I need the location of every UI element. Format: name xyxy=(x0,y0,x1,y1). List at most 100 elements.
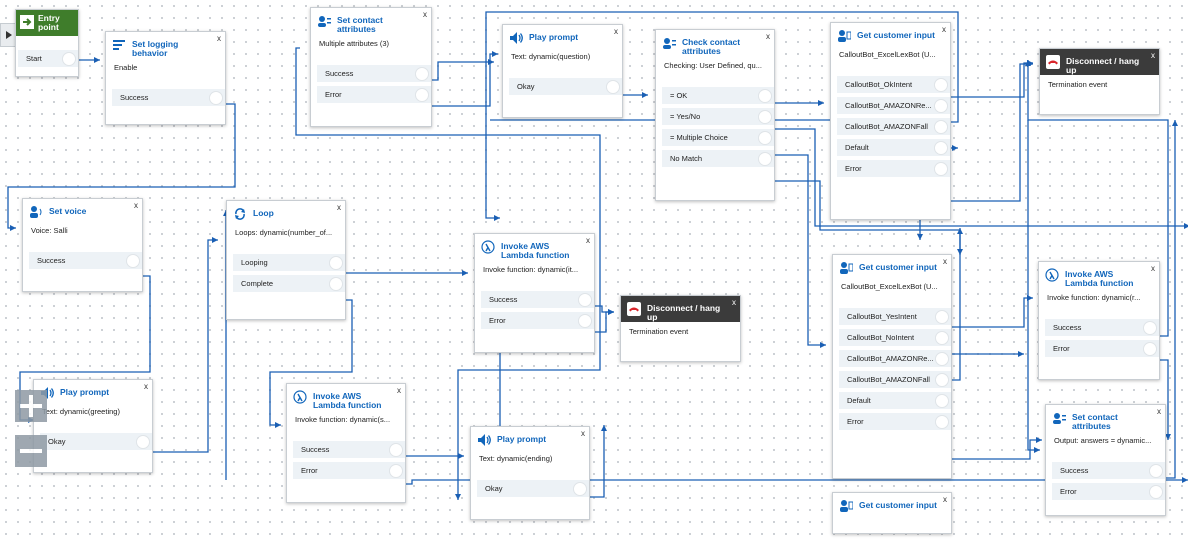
branch-row[interactable]: Okay xyxy=(477,480,589,497)
close-icon[interactable]: x xyxy=(144,382,148,391)
branch-connector[interactable] xyxy=(1143,342,1157,356)
branch-connector[interactable] xyxy=(1149,464,1163,478)
branch-connector[interactable] xyxy=(935,373,949,387)
branch-row[interactable]: Error xyxy=(293,462,405,479)
connector-wire[interactable] xyxy=(763,128,1188,227)
close-icon[interactable]: x xyxy=(397,386,401,395)
close-icon[interactable]: x xyxy=(942,25,946,34)
branch-connector[interactable] xyxy=(389,443,403,457)
branch-row[interactable]: Success xyxy=(317,65,431,82)
branch-row[interactable]: Success xyxy=(112,89,225,106)
branch-row[interactable]: CalloutBot_NoIntent xyxy=(839,329,951,346)
branch-row[interactable]: Error xyxy=(1052,483,1165,500)
branch-row[interactable]: Default xyxy=(839,392,951,409)
connector-wire[interactable] xyxy=(940,63,1033,202)
close-icon[interactable]: x xyxy=(1151,51,1155,60)
branch-connector[interactable] xyxy=(578,314,592,328)
branch-row[interactable]: CalloutBot_YesIntent xyxy=(839,308,951,325)
zoom-in-button[interactable] xyxy=(15,390,47,422)
branch-connector[interactable] xyxy=(935,415,949,429)
sidebar-expander[interactable] xyxy=(0,23,17,47)
branch-connector[interactable] xyxy=(573,482,587,496)
branch-connector[interactable] xyxy=(1149,485,1163,499)
branch-connector[interactable] xyxy=(578,293,592,307)
close-icon[interactable]: x xyxy=(581,429,585,438)
branch-row[interactable]: Complete xyxy=(233,275,345,292)
branch-row[interactable]: Success xyxy=(293,441,405,458)
branch-row[interactable]: Success xyxy=(481,291,594,308)
branch-row[interactable]: = Yes/No xyxy=(662,108,774,125)
branch-connector[interactable] xyxy=(62,52,76,66)
branch-row[interactable]: CalloutBot_AMAZONFall xyxy=(837,118,950,135)
branch-connector[interactable] xyxy=(934,141,948,155)
branch-connector[interactable] xyxy=(136,435,150,449)
branch-row[interactable]: Error xyxy=(1045,340,1159,357)
connector-wire[interactable] xyxy=(147,239,218,453)
branch-connector[interactable] xyxy=(389,464,403,478)
branch-connector[interactable] xyxy=(126,254,140,268)
branch-row[interactable]: Looping xyxy=(233,254,345,271)
branch-connector[interactable] xyxy=(606,80,620,94)
branch-row[interactable]: CalloutBot_OkIntent xyxy=(837,76,950,93)
branch-connector[interactable] xyxy=(329,277,343,291)
branch-connector[interactable] xyxy=(935,331,949,345)
branch-connector[interactable] xyxy=(758,131,772,145)
close-icon[interactable]: x xyxy=(1151,264,1155,273)
branch-row[interactable]: Error xyxy=(839,413,951,430)
branch-row[interactable]: Success xyxy=(1045,319,1159,336)
branch-connector[interactable] xyxy=(934,162,948,176)
branch-connector[interactable] xyxy=(758,89,772,103)
connector-wire[interactable] xyxy=(942,297,1033,328)
entry-point-block[interactable]: Entry point Start xyxy=(15,9,79,77)
branch-row[interactable]: No Match xyxy=(662,150,774,167)
close-icon[interactable]: x xyxy=(614,27,618,36)
branch-connector[interactable] xyxy=(209,91,223,105)
branch-row[interactable]: Success xyxy=(29,252,142,269)
connector-wire[interactable] xyxy=(940,62,1033,98)
branch-connector[interactable] xyxy=(935,310,949,324)
branch-connector[interactable] xyxy=(934,78,948,92)
close-icon[interactable]: x xyxy=(943,257,947,266)
branch-row[interactable]: Okay xyxy=(509,78,622,95)
close-icon[interactable]: x xyxy=(423,10,427,19)
branch-connector[interactable] xyxy=(415,67,429,81)
branch-connector[interactable] xyxy=(934,120,948,134)
close-icon[interactable]: x xyxy=(586,236,590,245)
close-icon[interactable]: x xyxy=(217,34,221,43)
branch-row[interactable]: Error xyxy=(837,160,950,177)
branch-connector[interactable] xyxy=(934,99,948,113)
branch-row[interactable]: Success xyxy=(1052,462,1165,479)
branch-connector[interactable] xyxy=(935,394,949,408)
branch-connector[interactable] xyxy=(935,352,949,366)
close-icon[interactable]: x xyxy=(766,32,770,41)
branch-connector[interactable] xyxy=(758,152,772,166)
close-icon[interactable]: x xyxy=(943,495,947,504)
zoom-out-button[interactable] xyxy=(15,435,47,467)
connector-wire[interactable] xyxy=(423,61,494,81)
branch-row[interactable]: Error xyxy=(317,86,431,103)
close-icon[interactable]: x xyxy=(732,298,736,307)
branch-connector[interactable] xyxy=(1143,321,1157,335)
branch-row[interactable]: Error xyxy=(481,312,594,329)
branch-row[interactable]: CalloutBot_AMAZONRe... xyxy=(839,350,951,367)
close-icon[interactable]: x xyxy=(1157,407,1161,416)
branch-connector[interactable] xyxy=(415,88,429,102)
branch-row[interactable]: = OK xyxy=(662,87,774,104)
